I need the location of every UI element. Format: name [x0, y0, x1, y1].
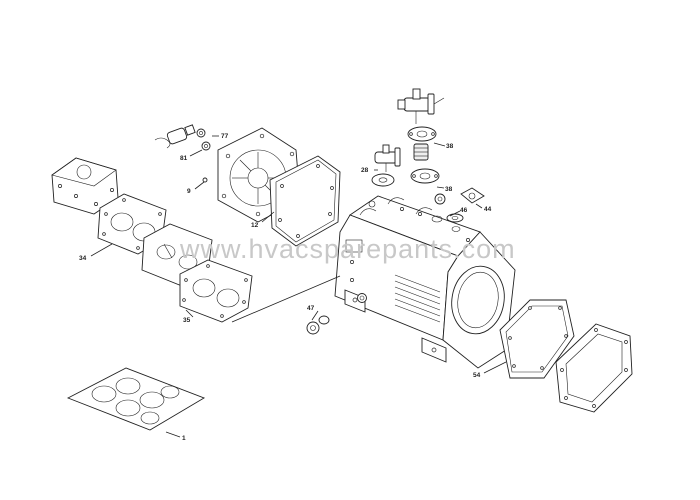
callout-28: 28 — [361, 167, 369, 174]
callout-81: 81 — [180, 155, 188, 162]
oil-fitting — [434, 187, 485, 223]
compressor-body — [334, 195, 516, 369]
watermark-text: www.hvacsparepants.com — [179, 234, 516, 264]
cylinder-head — [51, 157, 119, 215]
callout-44: 44 — [484, 206, 492, 213]
callout-38-lower: 38 — [445, 186, 453, 193]
callout-38-upper: 38 — [446, 143, 454, 150]
strainer-spring — [413, 143, 429, 161]
callout-12: 12 — [251, 222, 259, 229]
bearing-housing-gasket — [499, 299, 575, 379]
valve-flange-lower — [410, 168, 440, 184]
end-cover-gasket — [269, 155, 341, 247]
callout-1: 1 — [182, 435, 186, 442]
plug-part-47 — [306, 315, 330, 335]
callout-34: 34 — [79, 255, 87, 262]
gasket-kit — [66, 367, 206, 431]
valve-flange-upper — [407, 126, 437, 142]
callout-54: 54 — [473, 372, 481, 379]
callout-46: 46 — [460, 207, 468, 214]
screw-part-9 — [202, 177, 208, 183]
callout-77: 77 — [221, 133, 229, 140]
service-valve-top — [397, 88, 445, 124]
bearing-housing-cover — [555, 323, 633, 413]
callout-9: 9 — [187, 188, 191, 195]
callout-35: 35 — [183, 317, 191, 324]
callout-47: 47 — [307, 305, 315, 312]
service-valve-suction — [371, 144, 401, 187]
oil-pressure-solenoid — [154, 124, 211, 151]
leader-lines — [90, 135, 507, 438]
valve-plate-gasket — [179, 259, 253, 323]
